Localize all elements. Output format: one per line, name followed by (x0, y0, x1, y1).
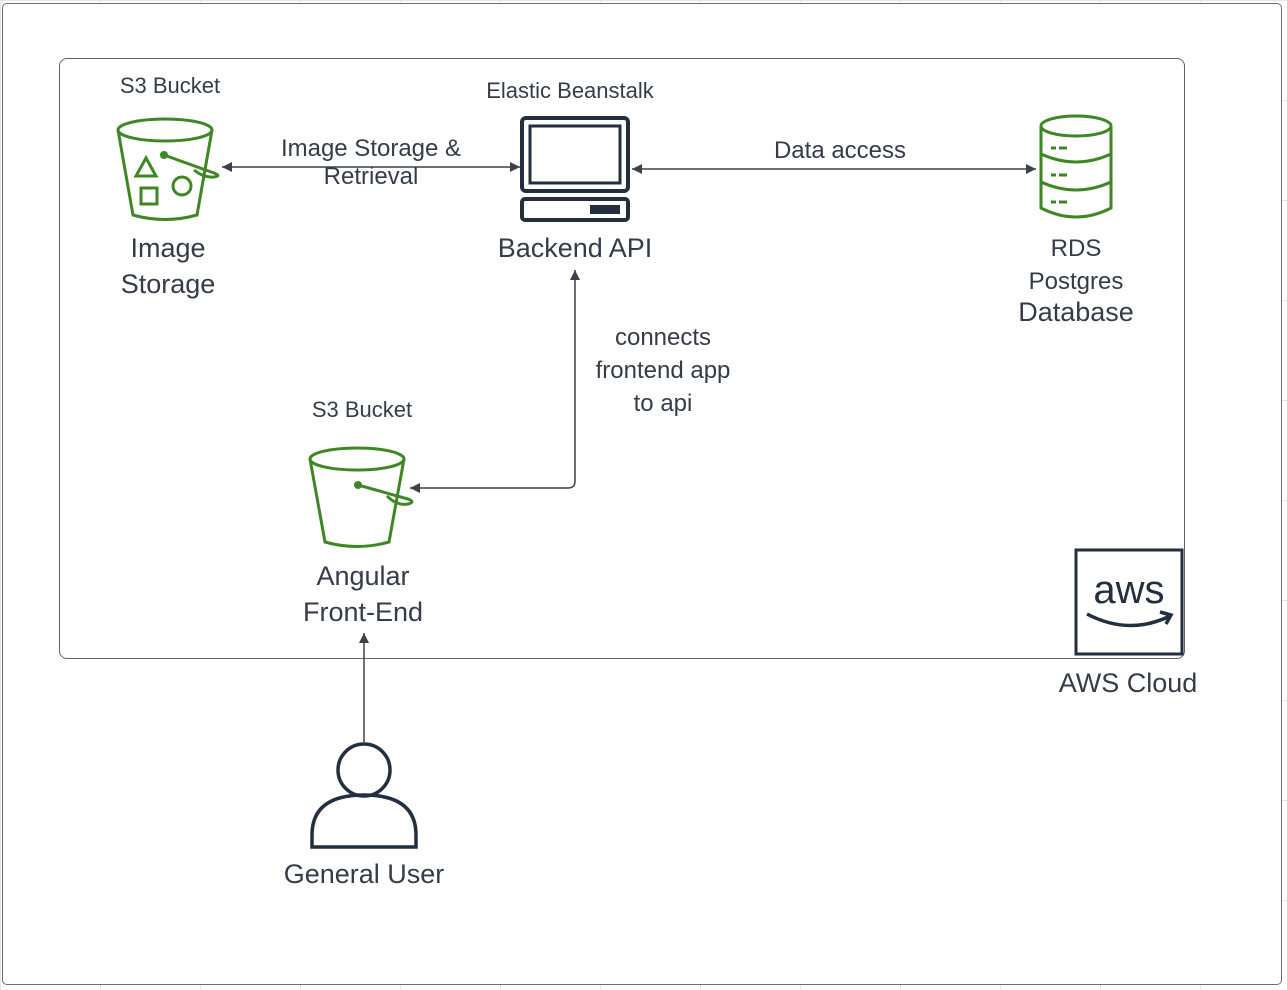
edge-label-storage: Image Storage & Retrieval (280, 135, 462, 190)
frontend-service-label: S3 Bucket (311, 397, 413, 422)
s3-bucket-frontend-icon[interactable] (307, 443, 419, 551)
aws-logo-text: aws (1093, 568, 1164, 612)
aws-cloud-label: AWS Cloud (1058, 668, 1198, 698)
edge-frontend-backend[interactable] (410, 270, 580, 493)
image-storage-label: Image Storage (120, 233, 216, 299)
database-icon[interactable] (1035, 112, 1119, 224)
computer-icon[interactable] (518, 114, 634, 226)
s3-bucket-icon[interactable] (114, 112, 224, 224)
database-type-label: Database (1018, 297, 1134, 327)
edge-label-connects: connects frontend app to api (595, 324, 731, 418)
backend-service-label: Elastic Beanstalk (486, 78, 654, 103)
aws-logo-icon: aws (1074, 548, 1184, 656)
user-icon[interactable] (309, 739, 421, 851)
edge-label-data-access: Data access (773, 137, 907, 164)
image-storage-service-label: S3 Bucket (119, 73, 221, 98)
aws-cloud-boundary[interactable] (59, 58, 1185, 659)
frontend-label: Angular Front-End (302, 561, 424, 627)
backend-api-label: Backend API (497, 233, 653, 263)
general-user-label: General User (283, 859, 445, 889)
database-name-label: RDS Postgres (1028, 235, 1124, 296)
